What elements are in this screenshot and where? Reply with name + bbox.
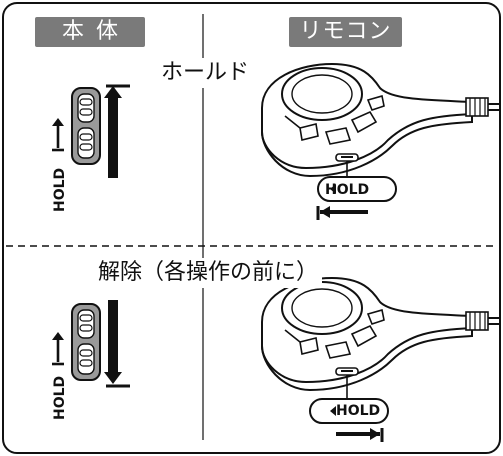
arrow-left-icon <box>316 206 368 220</box>
arrow-right-icon <box>336 428 384 442</box>
arrow-up-icon <box>104 84 130 178</box>
hold-marker-label: HOLD <box>52 167 68 212</box>
remote-hold-button-label: HOLD <box>325 182 370 198</box>
unlock-position-arrow-icon <box>52 332 64 366</box>
cable-bottom <box>465 311 500 331</box>
hold-marker-label: HOLD <box>52 375 68 420</box>
main-unit-tag: 本体 <box>35 17 145 47</box>
hold-heading: ホールド <box>157 58 254 88</box>
remote-hold-pill-top <box>317 176 397 202</box>
main-unit-switch-hold <box>71 87 101 165</box>
remote-tag: リモコン <box>289 17 402 47</box>
arrow-down-icon <box>104 300 130 388</box>
remote-illustration-top <box>261 62 500 178</box>
left-triangle-icon <box>330 406 336 416</box>
unlock-heading: 解除（各操作の前に） <box>94 258 323 288</box>
left-triangle-icon <box>330 184 336 194</box>
remote-hold-pill-bottom <box>309 398 389 424</box>
main-unit-switch-unlock <box>71 303 101 381</box>
cable-top <box>465 97 500 117</box>
remote-hold-button-label: HOLD <box>336 403 381 419</box>
hold-position-arrow-icon <box>52 118 64 152</box>
